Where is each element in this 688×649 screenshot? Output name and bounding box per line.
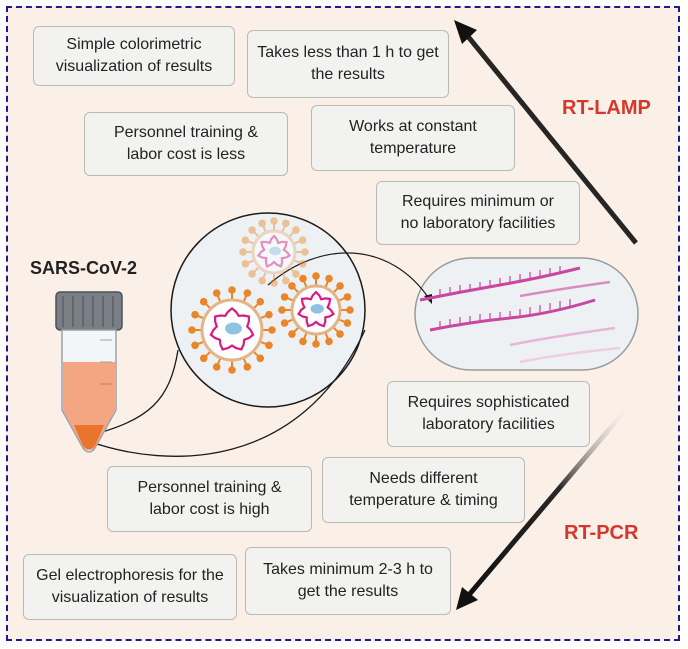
lamp-feature-box: Requires minimum or no laboratory facili… bbox=[376, 181, 580, 245]
rna-strands bbox=[419, 266, 621, 364]
virus-particle bbox=[278, 272, 354, 348]
sample-tube bbox=[55, 291, 123, 453]
lamp-feature-box: Simple colorimetric visualization of res… bbox=[33, 26, 235, 86]
lamp-direction-arrow bbox=[454, 20, 638, 245]
lamp-feature-box: Works at constant temperature bbox=[311, 105, 515, 171]
pcr-feature-box: Requires sophisticated laboratory facili… bbox=[387, 381, 590, 447]
lamp-feature-box: Takes less than 1 h to get the results bbox=[247, 30, 449, 98]
tube-to-circle-line bbox=[87, 349, 179, 437]
virus-to-rna-line bbox=[267, 252, 431, 301]
rt-lamp-label: RT-LAMP bbox=[562, 97, 651, 119]
pcr-direction-arrow bbox=[456, 398, 636, 610]
virus-particle bbox=[239, 217, 309, 287]
tube-to-circle-lower-line bbox=[87, 329, 366, 457]
virus-particles bbox=[188, 217, 354, 374]
pcr-feature-box: Gel electrophoresis for the visualizatio… bbox=[23, 554, 237, 620]
sample-title: SARS-CoV-2 bbox=[30, 258, 138, 278]
pcr-feature-box: Needs different temperature & timing bbox=[322, 457, 525, 523]
lamp-feature-box: Personnel training & labor cost is less bbox=[84, 112, 288, 176]
rna-capsule bbox=[414, 257, 639, 371]
pcr-feature-box: Takes minimum 2-3 h to get the results bbox=[245, 547, 451, 615]
pcr-feature-box: Personnel training & labor cost is high bbox=[107, 466, 312, 532]
virus-particle bbox=[188, 286, 276, 374]
rt-pcr-label: RT-PCR bbox=[564, 522, 639, 544]
